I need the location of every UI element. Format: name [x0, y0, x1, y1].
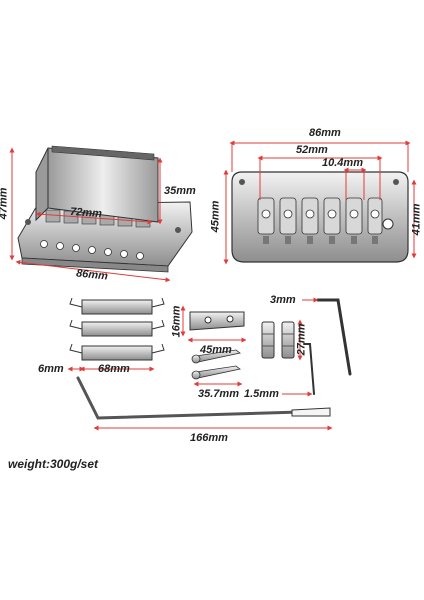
dim-spring-hook: 6mm: [38, 363, 64, 375]
bridge-perspective: [17, 145, 193, 273]
dim-base-width: 72mm: [69, 205, 103, 221]
dim-block-height: 35mm: [164, 185, 196, 197]
tremolo-springs: [69, 297, 165, 361]
dim-screw-length: 35.7mm: [198, 388, 239, 400]
dim-top-total-width: 86mm: [309, 127, 341, 139]
spring-claw: [189, 311, 245, 331]
dim-bushing-length: 27mm: [295, 323, 308, 356]
dim-arm-length: 166mm: [190, 432, 228, 444]
dim-bridge-height: 47mm: [0, 187, 10, 220]
bridge-top-view: [231, 171, 409, 263]
dim-top-height-left: 45mm: [209, 200, 222, 233]
dim-spring-length: 68mm: [98, 363, 130, 375]
dim-allen-key-small: 1.5mm: [244, 388, 279, 400]
dim-top-string-spacing: 10.4mm: [322, 157, 363, 169]
dim-top-saddle-span: 52mm: [296, 144, 328, 156]
weight-label: weight:300g/set: [8, 457, 99, 471]
mounting-screws: [191, 349, 241, 380]
bushings: [261, 321, 295, 359]
tremolo-arm: [76, 376, 331, 420]
dim-allen-key-large: 3mm: [270, 294, 296, 306]
allen-keys: [303, 298, 352, 395]
dim-claw-height: 16mm: [170, 305, 183, 338]
dimension-lines: [9, 140, 417, 431]
dim-top-height-right: 41mm: [410, 203, 423, 236]
dim-claw-width: 45mm: [200, 344, 232, 356]
